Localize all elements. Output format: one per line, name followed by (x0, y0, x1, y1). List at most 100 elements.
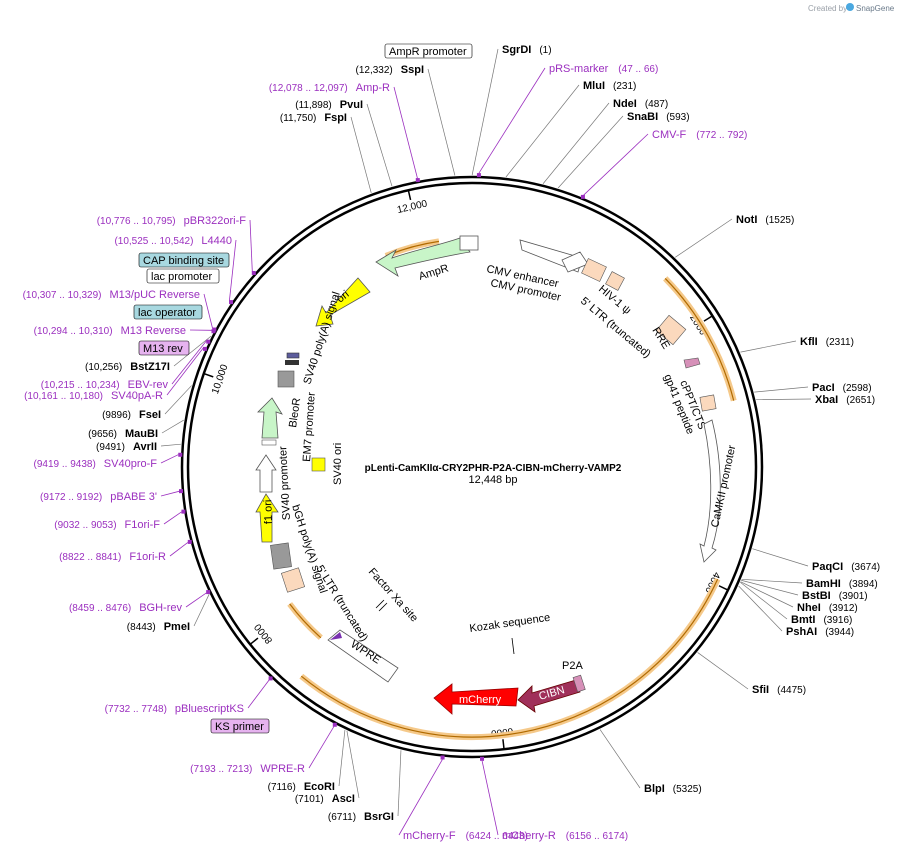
enzyme-leader (338, 729, 346, 787)
primer-site-mark (181, 509, 186, 514)
enzyme-label: SfiI(4475) (752, 684, 806, 696)
enzyme-leader (675, 218, 733, 258)
enzyme-labels: SgrDI(1)MluI(231)NdeI(487)SnaBI(593)NotI… (85, 44, 880, 823)
primer-label: (10,294 .. 10,310)M13 Reverse (34, 325, 186, 337)
primer-leader (478, 67, 546, 174)
enzyme-label: (8443)PmeI (127, 621, 190, 633)
ampr-arrow (375, 237, 471, 277)
mcherry-arrow (433, 683, 519, 715)
enzyme-leader (471, 48, 499, 176)
primer-label: pRS-marker(47 .. 66) (549, 63, 658, 75)
enzyme-label: (7116)EcoRI (268, 781, 335, 793)
lac-promoter-text: lac promoter (151, 271, 212, 283)
primer-leader (160, 490, 180, 497)
enzyme-leader (542, 102, 610, 184)
orf-arcs (287, 238, 737, 740)
primer-site-mark (178, 452, 183, 457)
enzyme-label: (6711)BsrGI (328, 811, 394, 823)
scale-tick (718, 585, 729, 591)
enzyme-label: BstBI(3901) (802, 590, 868, 602)
primer-leader (163, 511, 182, 525)
enzyme-leader (740, 581, 788, 620)
enzyme-leader (350, 116, 372, 194)
f1-ori-label: f1 ori (262, 499, 275, 524)
primer-label: (9172 .. 9192)pBABE 3' (40, 491, 157, 503)
hiv-psi-block (605, 271, 625, 291)
primer-leader (247, 679, 270, 709)
primer-label: (7193 .. 7213)WPRE-R (190, 763, 305, 775)
primer-leader (481, 760, 499, 836)
bleor-arrow (257, 397, 283, 439)
watermark-brand: SnapGene (856, 4, 895, 13)
sv40-polya-label: SV40 poly(A) signal (301, 290, 342, 386)
enzyme-leader (741, 579, 799, 596)
primer-leader (171, 340, 207, 385)
enzyme-label: SgrDI(1) (502, 44, 552, 56)
em7-block (261, 439, 277, 446)
ori-label: ori (334, 288, 351, 305)
enzyme-label: (9656)MauBI (88, 428, 158, 440)
em7-label: EM7 promoter (301, 392, 318, 463)
sv40-promoter-arrow (255, 454, 277, 493)
m13-rev-text: M13 rev (143, 343, 183, 355)
sv40-polya-block-2 (285, 360, 299, 365)
enzyme-leader (346, 730, 360, 799)
enzyme-leader (740, 581, 794, 608)
scale-tick (203, 372, 214, 378)
enzyme-label: BamHI(3894) (806, 578, 878, 590)
primer-label: (8459 .. 8476)BGH-rev (69, 602, 183, 614)
primer-label: (9419 .. 9438)SV40pro-F (34, 458, 158, 470)
enzyme-leader (752, 548, 809, 567)
sv40-ori-label: SV40 ori (332, 443, 344, 485)
primer-site-mark (480, 756, 485, 761)
enzyme-leader (366, 103, 393, 187)
primer-label: (10,307 .. 10,329)M13/pUC Reverse (23, 289, 200, 301)
primer-site-mark (206, 339, 211, 344)
primer-label: mCherry-F(6424 .. 6443) (403, 830, 528, 842)
factor-xa-mark (375, 599, 385, 609)
enzyme-label: PacI(2598) (812, 382, 872, 394)
sv40-polya-gray-block (277, 370, 295, 388)
primer-site-mark (440, 755, 445, 760)
ks-primer-text: KS primer (215, 721, 264, 733)
bleor-label: BleoR (287, 397, 303, 428)
enzyme-label: (12,332)SspI (356, 64, 424, 76)
enzyme-leader (427, 68, 456, 176)
primer-leader (393, 86, 418, 179)
primer-label: CMV-F(772 .. 792) (652, 129, 747, 141)
ampr-promoter-text: AmpR promoter (389, 46, 467, 58)
primer-site-mark (268, 676, 273, 681)
primer-site-mark (206, 590, 211, 595)
ltr-5-block (581, 258, 607, 282)
snapgene-logo-icon (846, 3, 854, 11)
primer-label: (8822 .. 8841)F1ori-R (59, 551, 166, 563)
ampr-label: AmpR (417, 262, 450, 282)
enzyme-label: MluI(231) (583, 80, 636, 92)
scale-tick (407, 190, 412, 201)
primer-label: (9032 .. 9053)F1ori-F (54, 519, 160, 531)
enzyme-label: SnaBI(593) (627, 111, 690, 123)
backbone-inner (186, 181, 758, 753)
enzyme-label: (7101)AscI (295, 793, 355, 805)
primer-label: mCherry-R(6156 .. 6174) (502, 830, 628, 842)
lac-promoter-box (146, 268, 220, 284)
primer-label: (10,215 .. 10,234)EBV-rev (41, 379, 169, 391)
primer-leader (249, 219, 253, 272)
enzyme-label: PshAI(3944) (786, 626, 854, 638)
cibn-arrow (517, 679, 581, 713)
enzyme-label: NotI(1525) (736, 214, 794, 226)
enzyme-label: BlpI(5325) (644, 783, 702, 795)
m13-rev-box (138, 340, 190, 356)
enzyme-label: BmtI(3916) (791, 614, 852, 626)
watermark-prefix: Created by (808, 4, 847, 13)
enzyme-label: (11,898)PvuI (295, 99, 363, 111)
primer-leader (166, 347, 204, 396)
primer-label: (10,776 .. 10,795)pBR322ori-F (97, 215, 247, 227)
orf-arc-2-core (300, 578, 719, 738)
primer-site-mark (580, 194, 585, 199)
plasmid-name: pLenti-CamKIIα-CRY2PHR-P2A-CIBN-mCherry-… (365, 463, 622, 474)
wpre-block (327, 629, 399, 683)
primer-leader (583, 133, 649, 196)
lac-operator-box (133, 304, 203, 320)
